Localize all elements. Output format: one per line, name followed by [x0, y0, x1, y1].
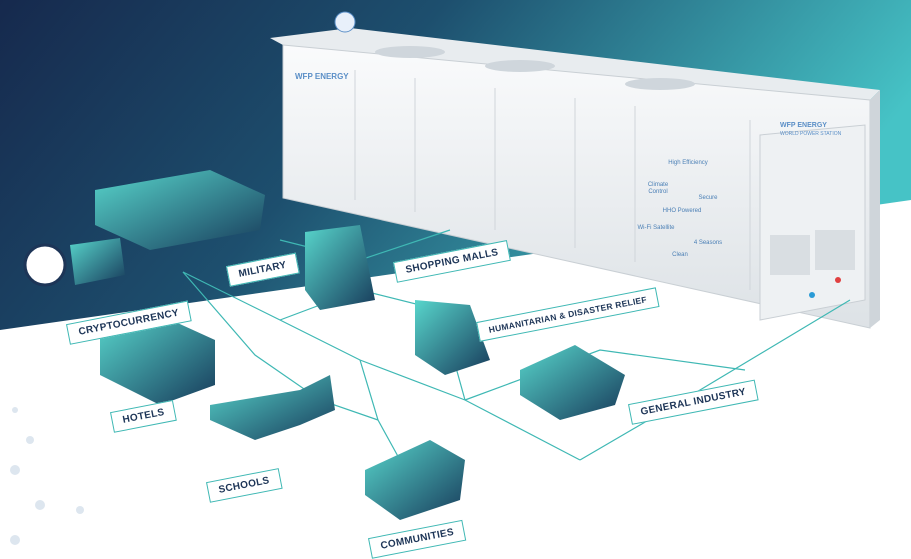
brand-logo-end: WFP ENERGY: [780, 122, 827, 129]
decorative-hexagons: [10, 407, 84, 545]
feature-high-efficiency: High Efficiency: [668, 160, 708, 166]
building-industry: [520, 345, 625, 420]
building-hotel: [100, 315, 215, 405]
feature-clean: Clean: [672, 252, 688, 258]
feature-wifi-satellite: Wi-Fi Satellite: [637, 225, 675, 231]
building-school: [210, 375, 335, 440]
feature-climate-control: Climate Control: [647, 182, 669, 195]
brand-subtitle: WORLD POWER STATION: [780, 131, 842, 137]
power-container: [270, 11, 880, 329]
building-mall: [305, 225, 375, 310]
feature-secure: Secure: [698, 195, 718, 201]
brand-logo: WFP ENERGY: [295, 72, 349, 81]
building-crypto: [23, 238, 125, 287]
feature-4-seasons: 4 Seasons: [693, 240, 723, 246]
building-communities: [365, 440, 465, 520]
building-military: [95, 170, 265, 250]
feature-hho-powered: HHO Powered: [662, 208, 702, 214]
building-relief: [415, 300, 490, 375]
